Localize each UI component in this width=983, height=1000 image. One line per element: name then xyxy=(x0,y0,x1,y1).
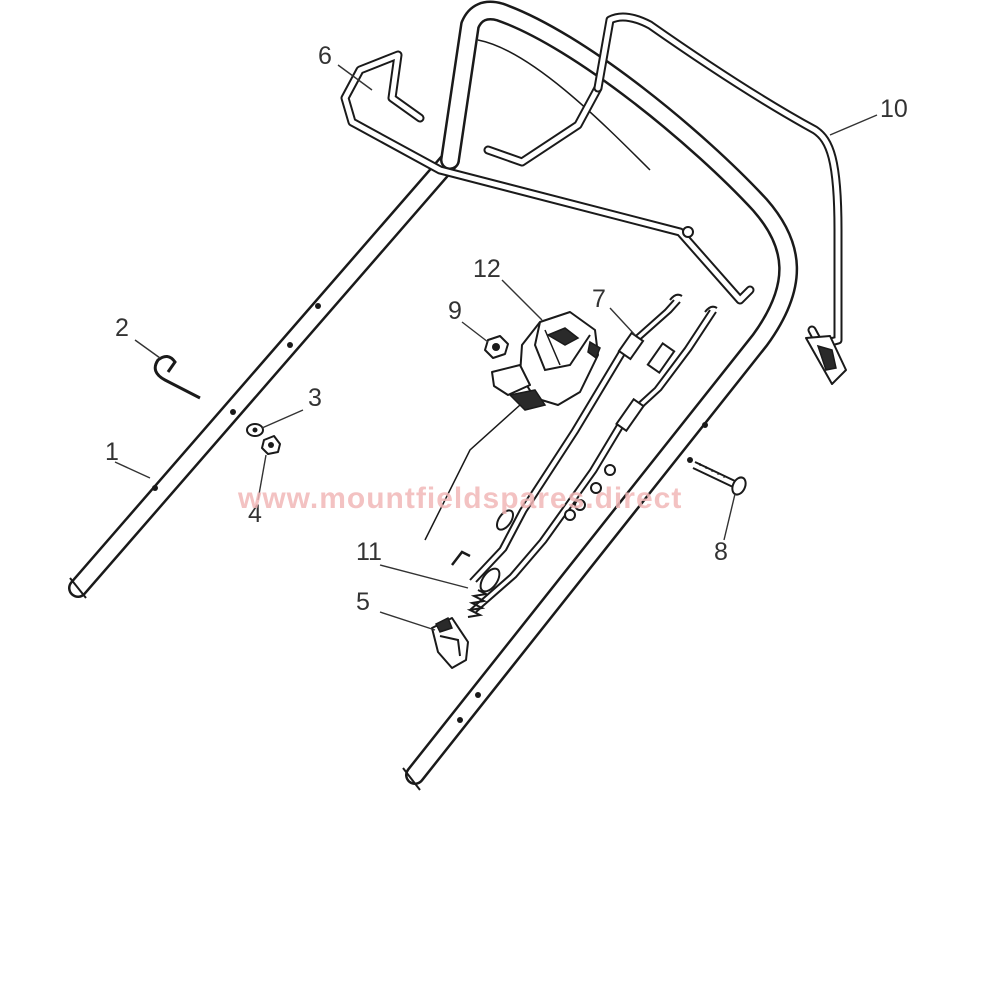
callout-6: 6 xyxy=(318,42,332,70)
callout-12: 12 xyxy=(473,255,501,283)
hairpin-clip-part-2 xyxy=(153,355,201,400)
callout-8: 8 xyxy=(714,538,728,566)
lower-left-handle-tube xyxy=(68,150,460,599)
bolt-part-8 xyxy=(692,461,747,496)
callout-1: 1 xyxy=(105,438,119,466)
leader-lines xyxy=(114,64,878,631)
operator-bail xyxy=(340,50,755,305)
watermark-text: www.mountfieldspares.direct xyxy=(237,482,682,515)
control-cables xyxy=(424,293,718,613)
callout-4: 4 xyxy=(248,500,262,528)
callout-7: 7 xyxy=(592,285,606,313)
nut-part-9 xyxy=(484,335,509,359)
washers-part-8 xyxy=(564,464,616,521)
cable-clip xyxy=(431,616,469,669)
upper-handle-tube xyxy=(402,0,799,791)
callout-3: 3 xyxy=(308,384,322,412)
callout-2: 2 xyxy=(115,314,129,342)
callout-labels: 1 2 3 4 5 6 7 8 9 10 11 12 xyxy=(105,42,908,616)
cable-spring xyxy=(466,589,490,618)
nut-part-4 xyxy=(261,435,281,455)
callout-11: 11 xyxy=(356,538,382,566)
callout-9: 9 xyxy=(448,297,462,325)
washer-part-3 xyxy=(246,423,264,437)
callout-5: 5 xyxy=(356,588,370,616)
grass-bag-handle xyxy=(593,12,847,385)
callout-10: 10 xyxy=(880,95,908,123)
control-box xyxy=(491,311,601,411)
